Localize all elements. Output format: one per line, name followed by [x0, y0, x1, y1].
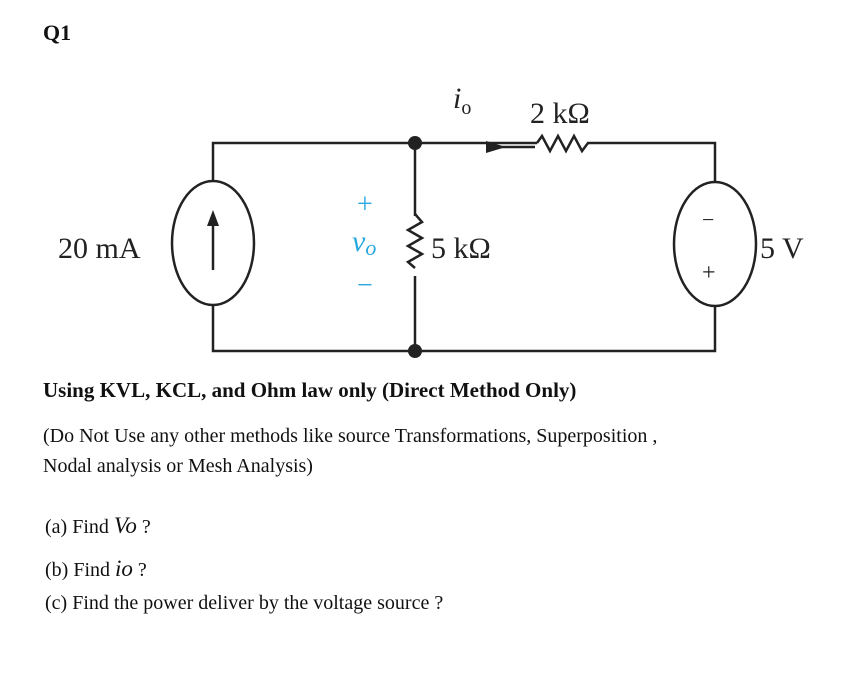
- vs-plus: +: [702, 260, 716, 286]
- vs-minus: −: [702, 207, 714, 232]
- voltage-source-label: 5 V: [760, 232, 804, 265]
- resistor-5k-zigzag: [405, 213, 425, 269]
- resistor-2k-zigzag: [535, 133, 593, 154]
- question-title: Q1: [43, 20, 72, 45]
- voltage-source-icon: [672, 180, 758, 308]
- wire-top-left: [211, 141, 415, 181]
- wire-top-right: [415, 141, 717, 181]
- node-bottom: [408, 344, 422, 358]
- question-a: (a) Find Vo ?: [45, 513, 151, 538]
- note-line-2: Nodal analysis or Mesh Analysis): [43, 455, 313, 477]
- circuit-diagram: 20 mA 5 kΩ 2 kΩ 5 V io − + + vo −: [58, 82, 804, 358]
- current-io-label: io: [453, 82, 471, 119]
- question-b: (b) Find io ?: [45, 556, 147, 581]
- current-arrow-head: [486, 141, 506, 153]
- resistor-2k-label: 2 kΩ: [530, 97, 590, 130]
- note-line-1: (Do Not Use any other methods like sourc…: [43, 425, 658, 447]
- wire-bottom: [211, 306, 717, 353]
- node-top: [408, 136, 422, 150]
- vo-minus: −: [357, 270, 373, 301]
- resistor-5k-label: 5 kΩ: [431, 232, 491, 265]
- instruction-text: Using KVL, KCL, and Ohm law only (Direct…: [43, 378, 577, 402]
- current-source-label: 20 mA: [58, 232, 141, 265]
- vo-label: vo: [352, 225, 376, 260]
- question-c: (c) Find the power deliver by the voltag…: [45, 592, 444, 614]
- vo-plus: +: [357, 189, 373, 220]
